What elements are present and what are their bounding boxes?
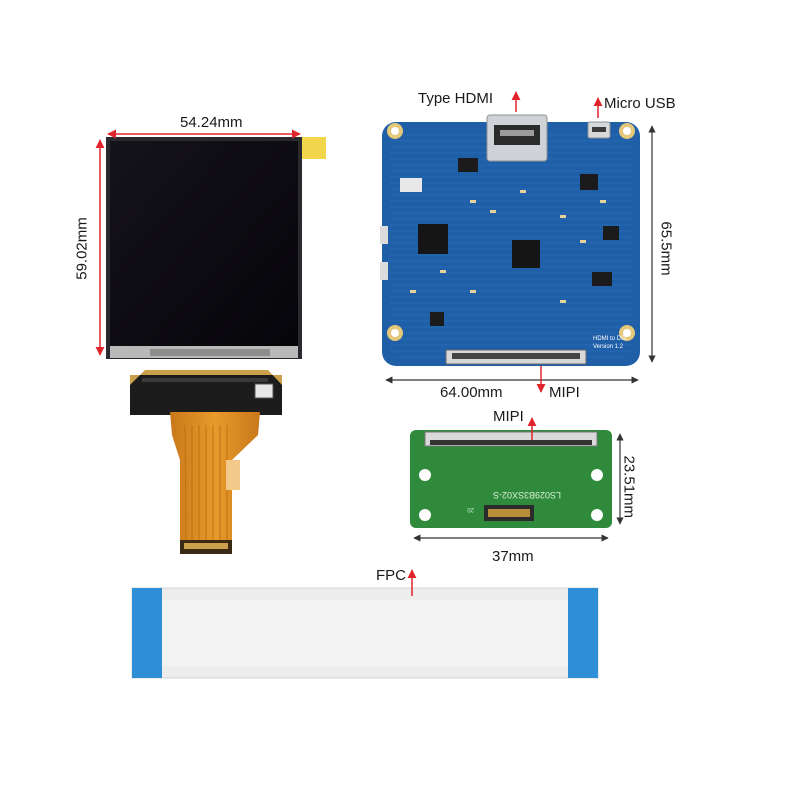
lcd-flex-cable: [170, 412, 260, 548]
silk-text-1: HDMI to DSI: [593, 336, 627, 342]
fpc-right-stiffener: [568, 588, 598, 678]
adapter-pcb: [410, 430, 612, 528]
silk-text-2: Version 1.2: [593, 344, 624, 350]
adapter-height-label: 23.51mm: [620, 455, 638, 519]
adapter-width-label: 37mm: [492, 548, 534, 565]
lcd-height-label: 59.02mm: [73, 217, 91, 280]
driver-height-label: 65.5mm: [657, 221, 675, 276]
chip-1: [418, 224, 448, 254]
adapter-board: LS029B3SX02-S 20: [410, 417, 624, 542]
fpc-label: FPC: [376, 567, 406, 584]
adapter-mipi-label: MIPI: [493, 408, 524, 425]
chip-2: [512, 240, 540, 268]
hdmi-label: Type HDMI: [418, 90, 494, 107]
lcd-screen: [110, 141, 298, 346]
micro-usb-label: Micro USB: [604, 95, 676, 112]
lcd-module: [95, 129, 326, 554]
tape-tab: [302, 137, 326, 159]
driver-width-label: 64.00mm: [440, 384, 503, 401]
fpc-left-stiffener: [132, 588, 162, 678]
adapter-silk-text: LS029B3SX02-S: [493, 490, 561, 500]
adapter-pin-label: 20: [467, 506, 474, 512]
fpc-cable: [131, 569, 599, 679]
driver-mipi-label: MIPI: [549, 384, 580, 401]
lcd-width-label: 54.24mm: [180, 114, 243, 131]
driver-board: HDMI to DSI Version 1.2: [380, 91, 656, 393]
